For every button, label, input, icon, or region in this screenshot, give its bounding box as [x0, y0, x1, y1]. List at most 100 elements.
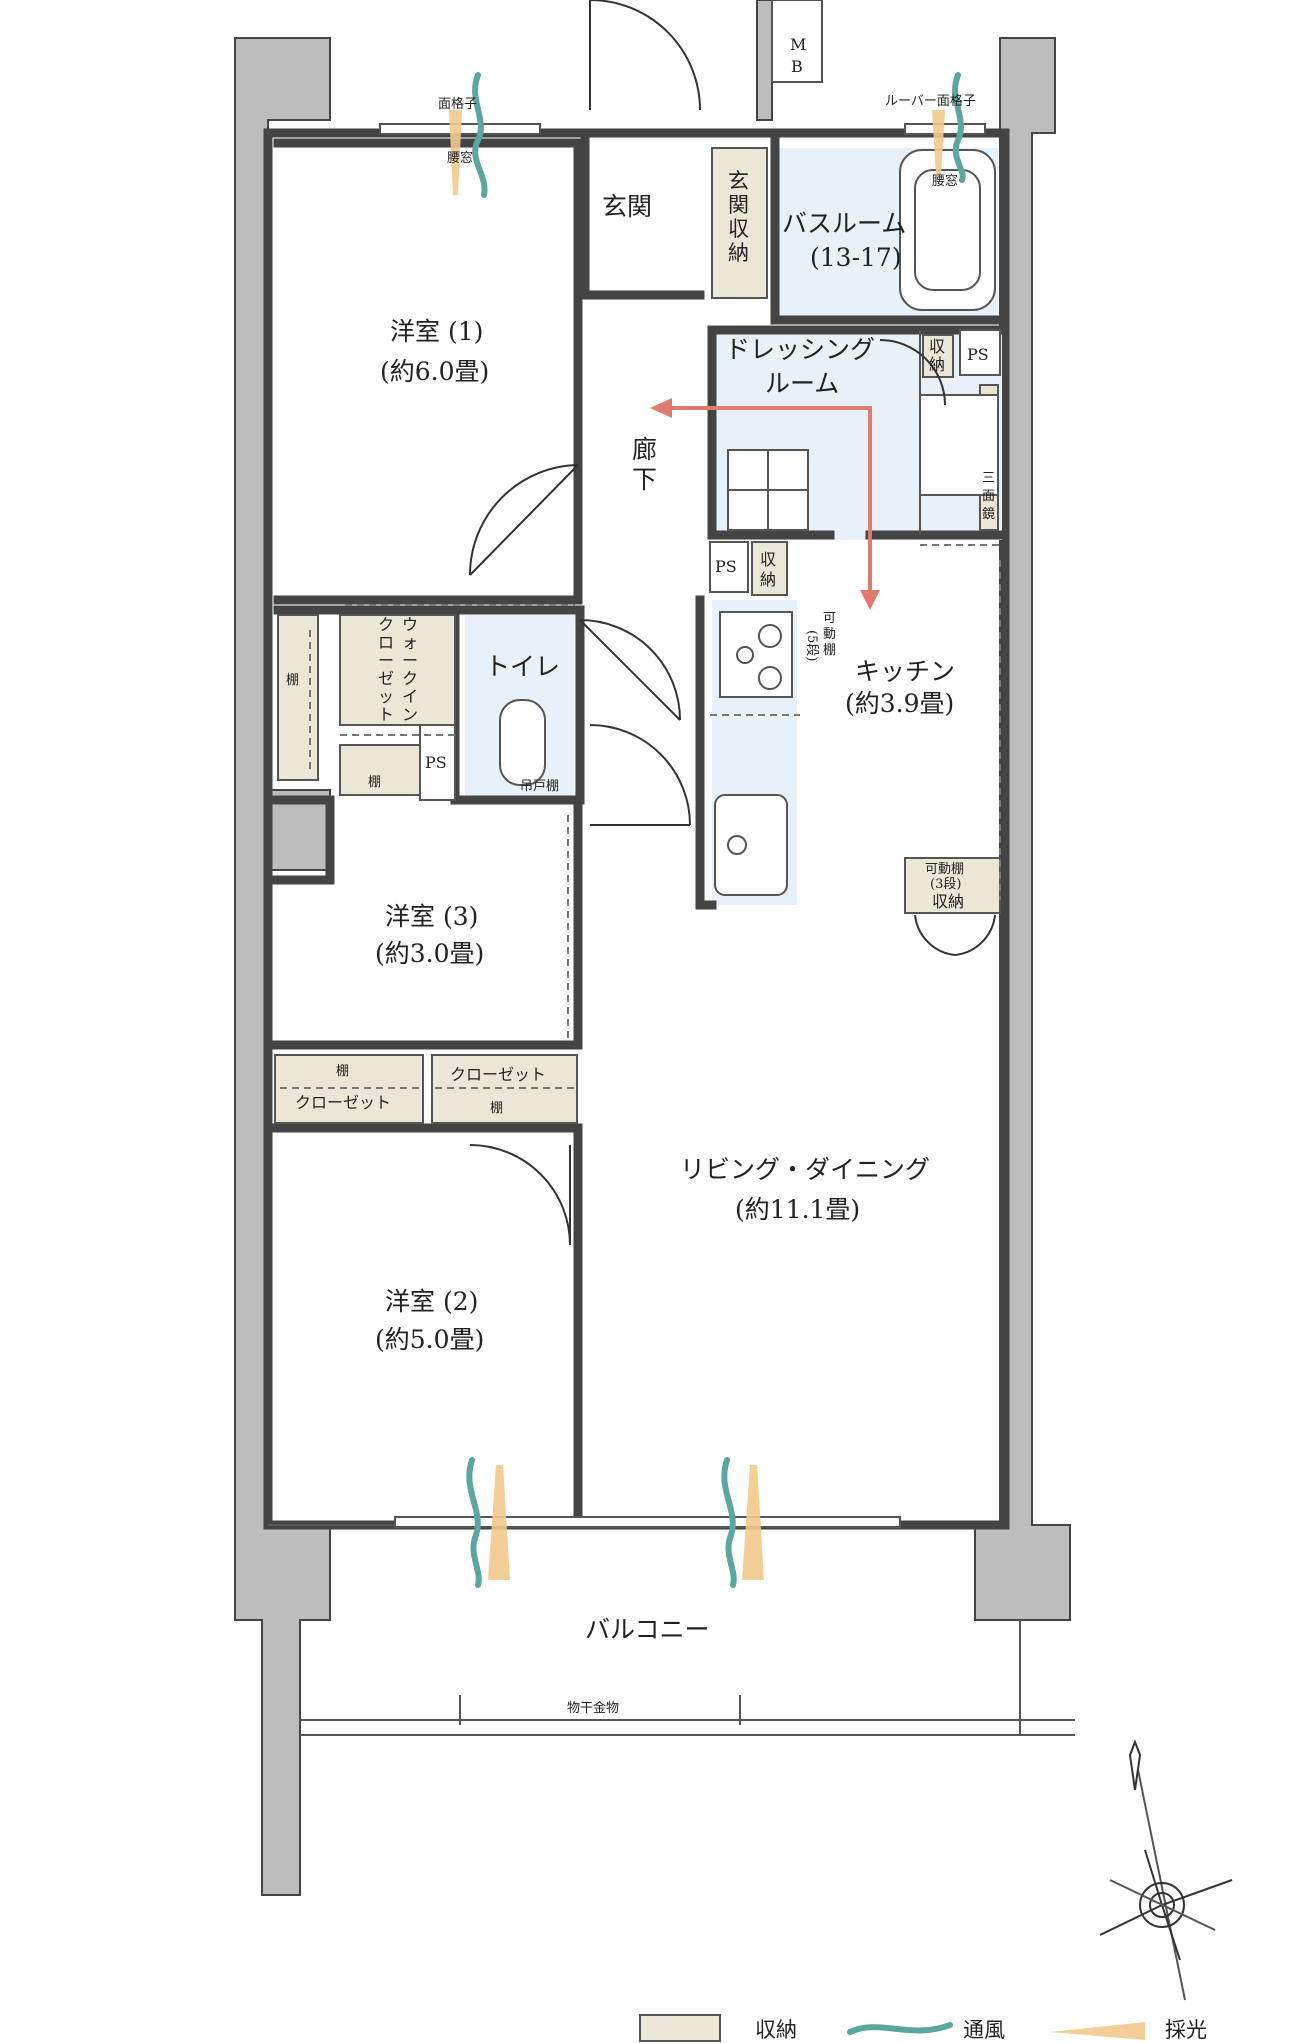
- wic-shelf-left-label: 棚: [286, 673, 299, 688]
- closet2-shelf: 棚: [336, 1064, 349, 1079]
- flow-arrow: [650, 398, 880, 610]
- entrance-name: 玄関: [602, 192, 652, 221]
- kitchen-name: キッチン: [855, 657, 955, 686]
- legend-daylight-swatch: [1050, 2022, 1145, 2040]
- sink-drain: [727, 835, 747, 855]
- closet3-shelf: 棚: [490, 1101, 503, 1116]
- burner-3: [736, 646, 754, 664]
- wic-a1: ウ: [402, 615, 418, 634]
- wic-b3: ー: [378, 651, 394, 670]
- legend-daylight-label: 採光: [1165, 2018, 1207, 2042]
- room1-door: [469, 464, 579, 576]
- wic-a5: イ: [402, 687, 418, 706]
- toilet-name: トイレ: [485, 652, 560, 681]
- room2-name: 洋室 (2): [385, 1287, 478, 1316]
- entrance-storage-ch4: 納: [728, 241, 749, 265]
- burner-1: [758, 624, 782, 648]
- ventilation-mark-top-right: [952, 72, 966, 183]
- bathtub-inner: [914, 169, 981, 291]
- front-door: [589, 0, 701, 111]
- dressing-line2: ルーム: [765, 369, 839, 398]
- fixtures: [499, 149, 999, 896]
- entrance-storage: [711, 147, 768, 299]
- legend-storage-label: 収納: [755, 2018, 797, 2042]
- room3-name: 洋室 (3): [385, 902, 478, 931]
- room3-door: [589, 724, 691, 826]
- bathroom-name: バスルーム: [782, 209, 906, 238]
- wic-b1: ク: [378, 615, 394, 634]
- wic-a6: ン: [402, 705, 418, 724]
- ps-box-dressing: [959, 329, 1001, 376]
- ps-dressing: PS: [967, 345, 989, 364]
- room2-size: (約5.0畳): [375, 1325, 484, 1354]
- airflow-daylight: [449, 72, 966, 1588]
- bathroom-size: (13-17): [810, 243, 902, 272]
- wic-shelf-bottom-label: 棚: [368, 775, 381, 790]
- burner-2: [758, 666, 782, 690]
- toilet-shelf-label: 吊戸棚: [520, 779, 559, 794]
- kado5-ch2: 動: [823, 627, 836, 642]
- top-right-window: [904, 123, 986, 135]
- koshimado-label-left: 腰窓: [447, 150, 473, 166]
- mengoushi-label: 面格子: [438, 96, 477, 112]
- north-compass: [1099, 1739, 1233, 2001]
- kitchen-storage-ch2: 納: [760, 570, 776, 589]
- kado3-num: (3段): [930, 877, 961, 892]
- kado5-num: (5段): [804, 630, 819, 661]
- ps-box-wic: [419, 724, 456, 801]
- kitchen-size: (約3.9畳): [845, 689, 954, 718]
- wic-a2: ォ: [402, 633, 418, 652]
- storage-areas: [274, 147, 1001, 1124]
- ventilation-mark-bottom-2: [721, 1457, 737, 1588]
- bottom-window: [394, 1516, 901, 1528]
- room1-name: 洋室 (1): [390, 317, 483, 346]
- balcony-name: バルコニー: [585, 1615, 710, 1644]
- louver-label: ルーバー面格子: [885, 93, 976, 109]
- kitchen-side-storage: [751, 541, 788, 596]
- labels: 洋室 (1) (約6.0畳) 洋室 (3) (約3.0畳) 洋室 (2) (約5…: [286, 35, 1207, 2042]
- wic-a3: ー: [402, 651, 418, 670]
- stove: [719, 611, 793, 698]
- kitchen-storage-door: [914, 914, 996, 956]
- wic-main: [339, 614, 456, 726]
- arrow-head-left: [650, 398, 672, 418]
- kado3-label: 可動棚: [925, 862, 964, 877]
- entrance-storage-ch3: 収: [728, 217, 749, 241]
- closet-2: [274, 1054, 424, 1124]
- wic-shelf-left: [277, 614, 319, 781]
- ventilation-mark-bottom-1: [466, 1457, 482, 1588]
- legend: [639, 2014, 1145, 2042]
- hallway-line2: 下: [632, 465, 657, 494]
- dressing-storage-ch1: 収: [929, 337, 945, 356]
- sink: [714, 794, 788, 896]
- entrance-storage-ch2: 関: [728, 193, 749, 217]
- legend-ventilation-swatch: [847, 2022, 953, 2035]
- ldk-name: リビング・ダイニング: [680, 1155, 930, 1184]
- mb-column: [756, 0, 773, 121]
- wic-b5: ッ: [378, 687, 394, 706]
- wic-b2: ロ: [378, 633, 394, 652]
- room2-door: [469, 1144, 571, 1246]
- ps-box-kitchen: [709, 541, 749, 593]
- monohoshi-label: 物干金物: [567, 1700, 619, 1716]
- sanmenkyo-ch1: 三: [982, 471, 995, 486]
- mb-m: M: [790, 35, 806, 54]
- closet2-label: クローゼット: [295, 1093, 391, 1112]
- daylight-mark-top-left: [449, 110, 462, 195]
- interior-walls: [263, 128, 1010, 1520]
- toilet-door: [579, 619, 681, 721]
- kado3-storage: 収納: [932, 892, 964, 911]
- daylight-mark-bottom-1: [488, 1465, 510, 1580]
- ldk-size: (約11.1畳): [735, 1195, 860, 1224]
- wic-b6: ト: [378, 705, 394, 724]
- kado5-ch3: 棚: [823, 643, 836, 658]
- dressing-door: [879, 339, 946, 406]
- koshimado-label-right: 腰窓: [932, 173, 958, 189]
- exterior-wall: [263, 128, 1010, 1530]
- circulation-arrow: [665, 406, 872, 595]
- legend-storage-swatch: [639, 2014, 721, 2042]
- room1-size: (約6.0畳): [380, 357, 489, 386]
- entrance-storage-ch1: 玄: [728, 169, 749, 193]
- dressing-storage: [922, 334, 954, 378]
